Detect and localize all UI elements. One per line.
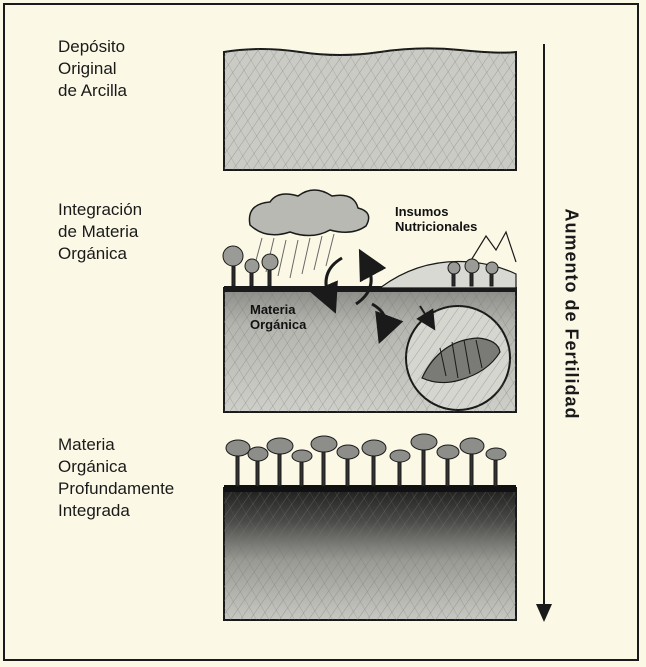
armadillo-inset-icon [406,306,510,410]
forest-stage-three [226,434,506,486]
annotation-inputs-line-2: Nutricionales [395,219,477,234]
annotation-organic-line-1: Materia [250,302,306,317]
clay-block-deep-integration [224,485,516,620]
clay-block-original [224,48,516,170]
fertility-axis-arrow [536,44,552,622]
volcano-icon [470,232,516,262]
annotation-organic-matter: Materia Orgánica [250,302,306,332]
annotation-inputs-line-1: Insumos [395,204,477,219]
annotation-organic-line-2: Orgánica [250,317,306,332]
annotation-nutrient-inputs: Insumos Nutricionales [395,204,477,234]
fertility-increase-label: Aumento de Fertilidad [561,208,582,419]
